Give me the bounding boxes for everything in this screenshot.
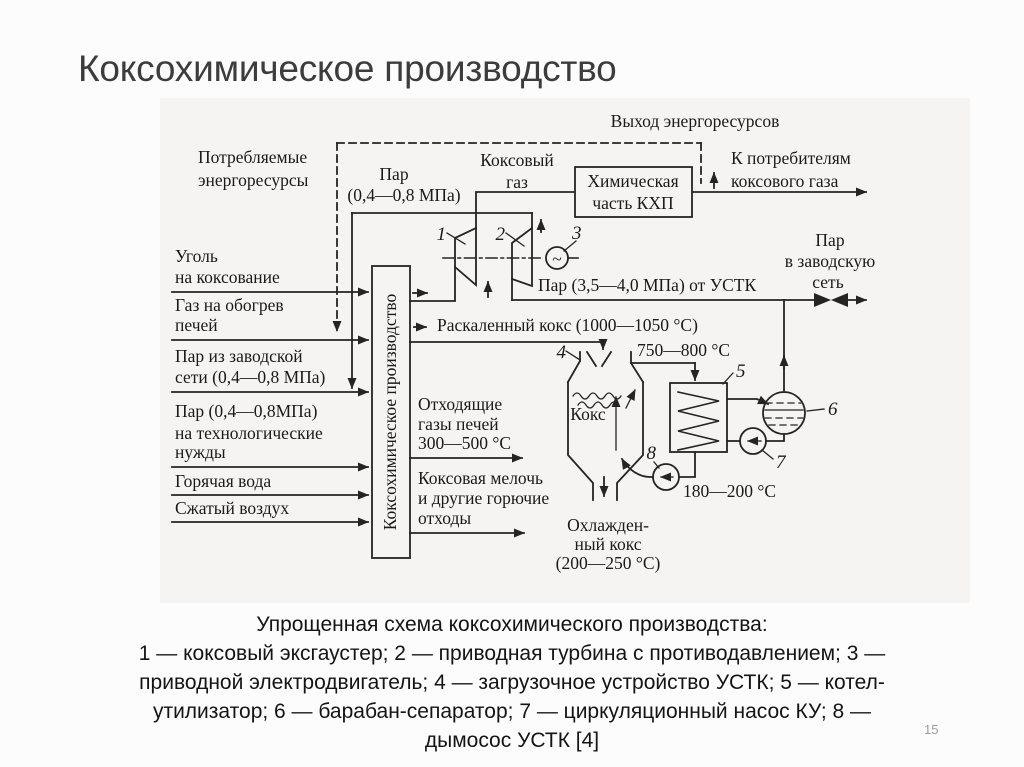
ustk-vessel: Кокс	[409, 322, 645, 501]
offgas-label-line1: Отходящие	[418, 394, 502, 414]
chem-box-label-line1: Химическая	[587, 171, 678, 191]
steam-to-net-label-line3: сеть	[812, 272, 843, 292]
drum-separator-circuit	[726, 391, 806, 455]
input-hot-water: Горячая вода	[175, 471, 271, 491]
offgas-label-line2: газы печей	[418, 414, 499, 434]
input-steam-net-line2: сети (0,4—0,8 МПа)	[175, 367, 326, 387]
temp-return-label: 180—200 °C	[683, 481, 776, 501]
smoke-exhauster-circuit	[620, 451, 696, 491]
electric-motor-symbol	[545, 246, 569, 270]
shaft-assembly: ~	[442, 219, 579, 301]
cooled-coke-label-line3: (200—250 °C)	[556, 553, 661, 573]
input-coal-line2: на коксование	[175, 267, 280, 287]
slide-page-number: 15	[924, 722, 939, 737]
steam-ustk-label: Пар (3,5—4,0 МПа) от УСТК	[538, 275, 756, 295]
marker-6: 6	[828, 399, 838, 420]
coke-bed-label: Кокс	[570, 404, 606, 424]
input-coal-line1: Уголь	[175, 246, 218, 266]
marker-8: 8	[647, 443, 657, 464]
waste-heat-boiler	[630, 362, 728, 453]
offgas-label-line3: 300—500 °C	[418, 433, 511, 453]
marker-5: 5	[736, 361, 746, 382]
coke-production-box: Коксохимическое производство	[371, 265, 411, 559]
input-steam-tech-line1: Пар (0,4—0,8МПа)	[175, 401, 318, 421]
marker-2: 2	[496, 224, 506, 245]
temp-hot-label: 750—800 °C	[637, 340, 730, 360]
input-steam-net-line1: Пар из заводской	[175, 346, 303, 366]
caption-line: 1 — коксовый эксгаустер; 2 — приводная т…	[138, 642, 886, 665]
consumed-resources-label-line1: Потребляемые	[198, 147, 307, 167]
consumed-resources-label-line2: энергоресурсы	[198, 170, 309, 190]
coke-gas-label-line2: газ	[506, 172, 528, 192]
figure-background	[160, 98, 970, 603]
page-title: Коксохимическое производство	[78, 48, 617, 89]
fines-label-line3: отходы	[418, 508, 471, 528]
caption-line: утилизатор; 6 — барабан-сепаратор; 7 — ц…	[152, 700, 872, 723]
marker-1: 1	[437, 224, 447, 245]
fines-label-line2: и другие горючие	[418, 488, 549, 508]
steam-to-net-label-line1: Пар	[815, 230, 844, 250]
input-steam-tech-line2: на технологические	[175, 423, 323, 443]
coke-exhauster-symbol	[454, 226, 477, 287]
steam-line-ustk	[511, 293, 867, 393]
input-flow-lines	[171, 212, 533, 527]
motor-tilde-symbol: ~	[552, 249, 561, 269]
energy-boundary-dashed-border	[332, 142, 702, 332]
caption-line: Упрощенная схема коксохимического произв…	[256, 613, 768, 636]
valve-icon	[831, 293, 848, 307]
output-flow-lines	[409, 453, 525, 538]
marker-7: 7	[776, 452, 787, 473]
chem-box-label-line2: часть КХП	[592, 193, 674, 213]
steam-low-label-line1: Пар	[379, 164, 408, 184]
steam-to-net-label-line2: в заводскую	[785, 251, 875, 271]
chemical-part-box: Химическая часть КХП	[574, 166, 693, 218]
drive-turbine-symbol	[511, 226, 533, 288]
cooled-coke-label-line1: Охлажден-	[567, 515, 649, 535]
component-numbers: 1 2 3 4 5 6 7 8	[437, 223, 839, 473]
gas-consumers-label-line2: коксового газа	[731, 171, 839, 191]
coke-gas-lines	[409, 172, 867, 302]
marker-4: 4	[557, 342, 567, 363]
steam-low-label-line2: (0,4—0,8 МПа)	[347, 185, 460, 205]
input-steam-tech-line3: нужды	[175, 442, 226, 462]
hot-coke-label: Раскаленный кокс (1000—1050 °C)	[437, 315, 698, 335]
caption-line: приводной электродвигатель; 4 — загрузоч…	[139, 671, 885, 694]
gas-consumers-label-line1: К потребителям	[731, 148, 851, 168]
valve-icon	[814, 293, 831, 307]
output-resources-header: Выход энергоресурсов	[611, 111, 780, 131]
cooled-coke-label-line2: ный кокс	[574, 534, 641, 554]
caption-line: дымосос УСТК [4]	[424, 729, 600, 752]
fines-label-line1: Коксовая мелочь	[418, 468, 543, 488]
input-heating-gas-line1: Газ на обогрев	[175, 295, 284, 315]
input-compressed-air: Сжатый воздух	[175, 498, 289, 518]
number-pointer-lines	[446, 232, 825, 469]
figure-caption: Упрощенная схема коксохимического произв…	[30, 610, 994, 755]
coke-production-box-label: Коксохимическое производство	[380, 294, 400, 531]
input-heating-gas-line2: печей	[175, 315, 218, 335]
coke-gas-label-line1: Коксовый	[480, 150, 554, 170]
marker-3: 3	[571, 223, 582, 244]
